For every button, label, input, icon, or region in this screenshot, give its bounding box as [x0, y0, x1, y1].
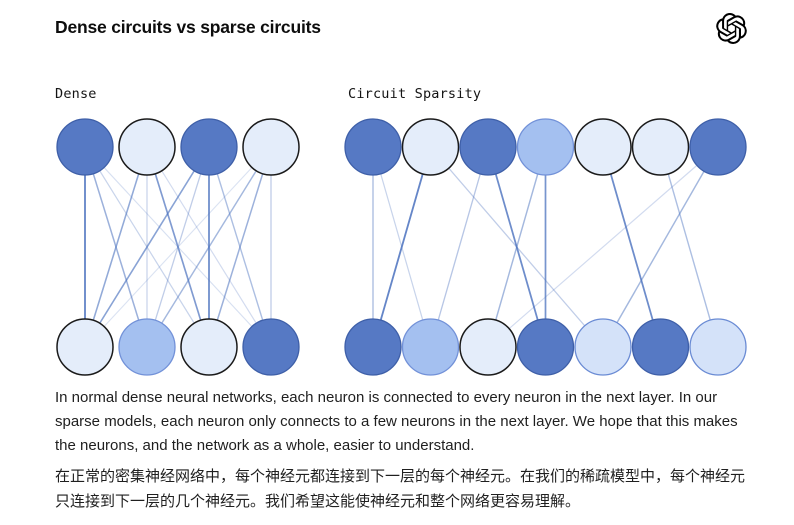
bottom-neuron-node [574, 318, 632, 376]
connection-edge [84, 146, 148, 348]
bottom-neuron-node [180, 318, 238, 376]
bottom-neuron-node [56, 318, 114, 376]
dense-circuit-diagram [40, 110, 315, 390]
dense-diagram-label: Dense [55, 86, 97, 102]
bottom-neuron-node [401, 318, 460, 376]
caption-english: In normal dense neural networks, each ne… [55, 389, 738, 454]
connection-edge [146, 146, 210, 348]
caption-chinese: 在正常的密集神经网络中，每个神经元都连接到下一层的每个神经元。在我们的稀疏模型中… [55, 468, 746, 510]
top-neuron-node [118, 118, 176, 176]
bottom-neuron-node [631, 318, 690, 376]
bottom-neuron-node [118, 318, 176, 376]
openai-logo-icon [716, 13, 747, 45]
top-neuron-node [631, 118, 690, 176]
connection-edge [84, 146, 210, 348]
connection-edge [146, 146, 272, 348]
top-neuron-node [180, 118, 238, 176]
connection-edge [208, 146, 272, 348]
connection-edge [84, 146, 272, 348]
top-neuron-node [516, 118, 575, 176]
bottom-neuron-node [516, 318, 575, 376]
connection-edge [372, 146, 432, 348]
connection-edge [602, 146, 719, 348]
page-title: Dense circuits vs sparse circuits [55, 17, 321, 37]
top-neuron-node [574, 118, 632, 176]
connection-edge [487, 146, 719, 348]
top-neuron-node [56, 118, 114, 176]
bottom-neuron-node [242, 318, 300, 376]
top-neuron-node [401, 118, 460, 176]
bottom-neuron-node [459, 318, 517, 376]
top-neuron-node [242, 118, 300, 176]
connection-edge [146, 146, 210, 348]
sparse-circuit-diagram [340, 110, 760, 390]
connection-edge [659, 146, 719, 348]
sparse-diagram-label: Circuit Sparsity [348, 86, 482, 102]
top-neuron-node [689, 118, 747, 176]
bottom-neuron-node [689, 318, 747, 376]
connection-edge [602, 146, 662, 348]
bottom-neuron-node [344, 318, 402, 376]
top-neuron-node [459, 118, 517, 176]
connection-edge [487, 146, 547, 348]
top-neuron-node [344, 118, 402, 176]
connection-edge [429, 146, 489, 348]
